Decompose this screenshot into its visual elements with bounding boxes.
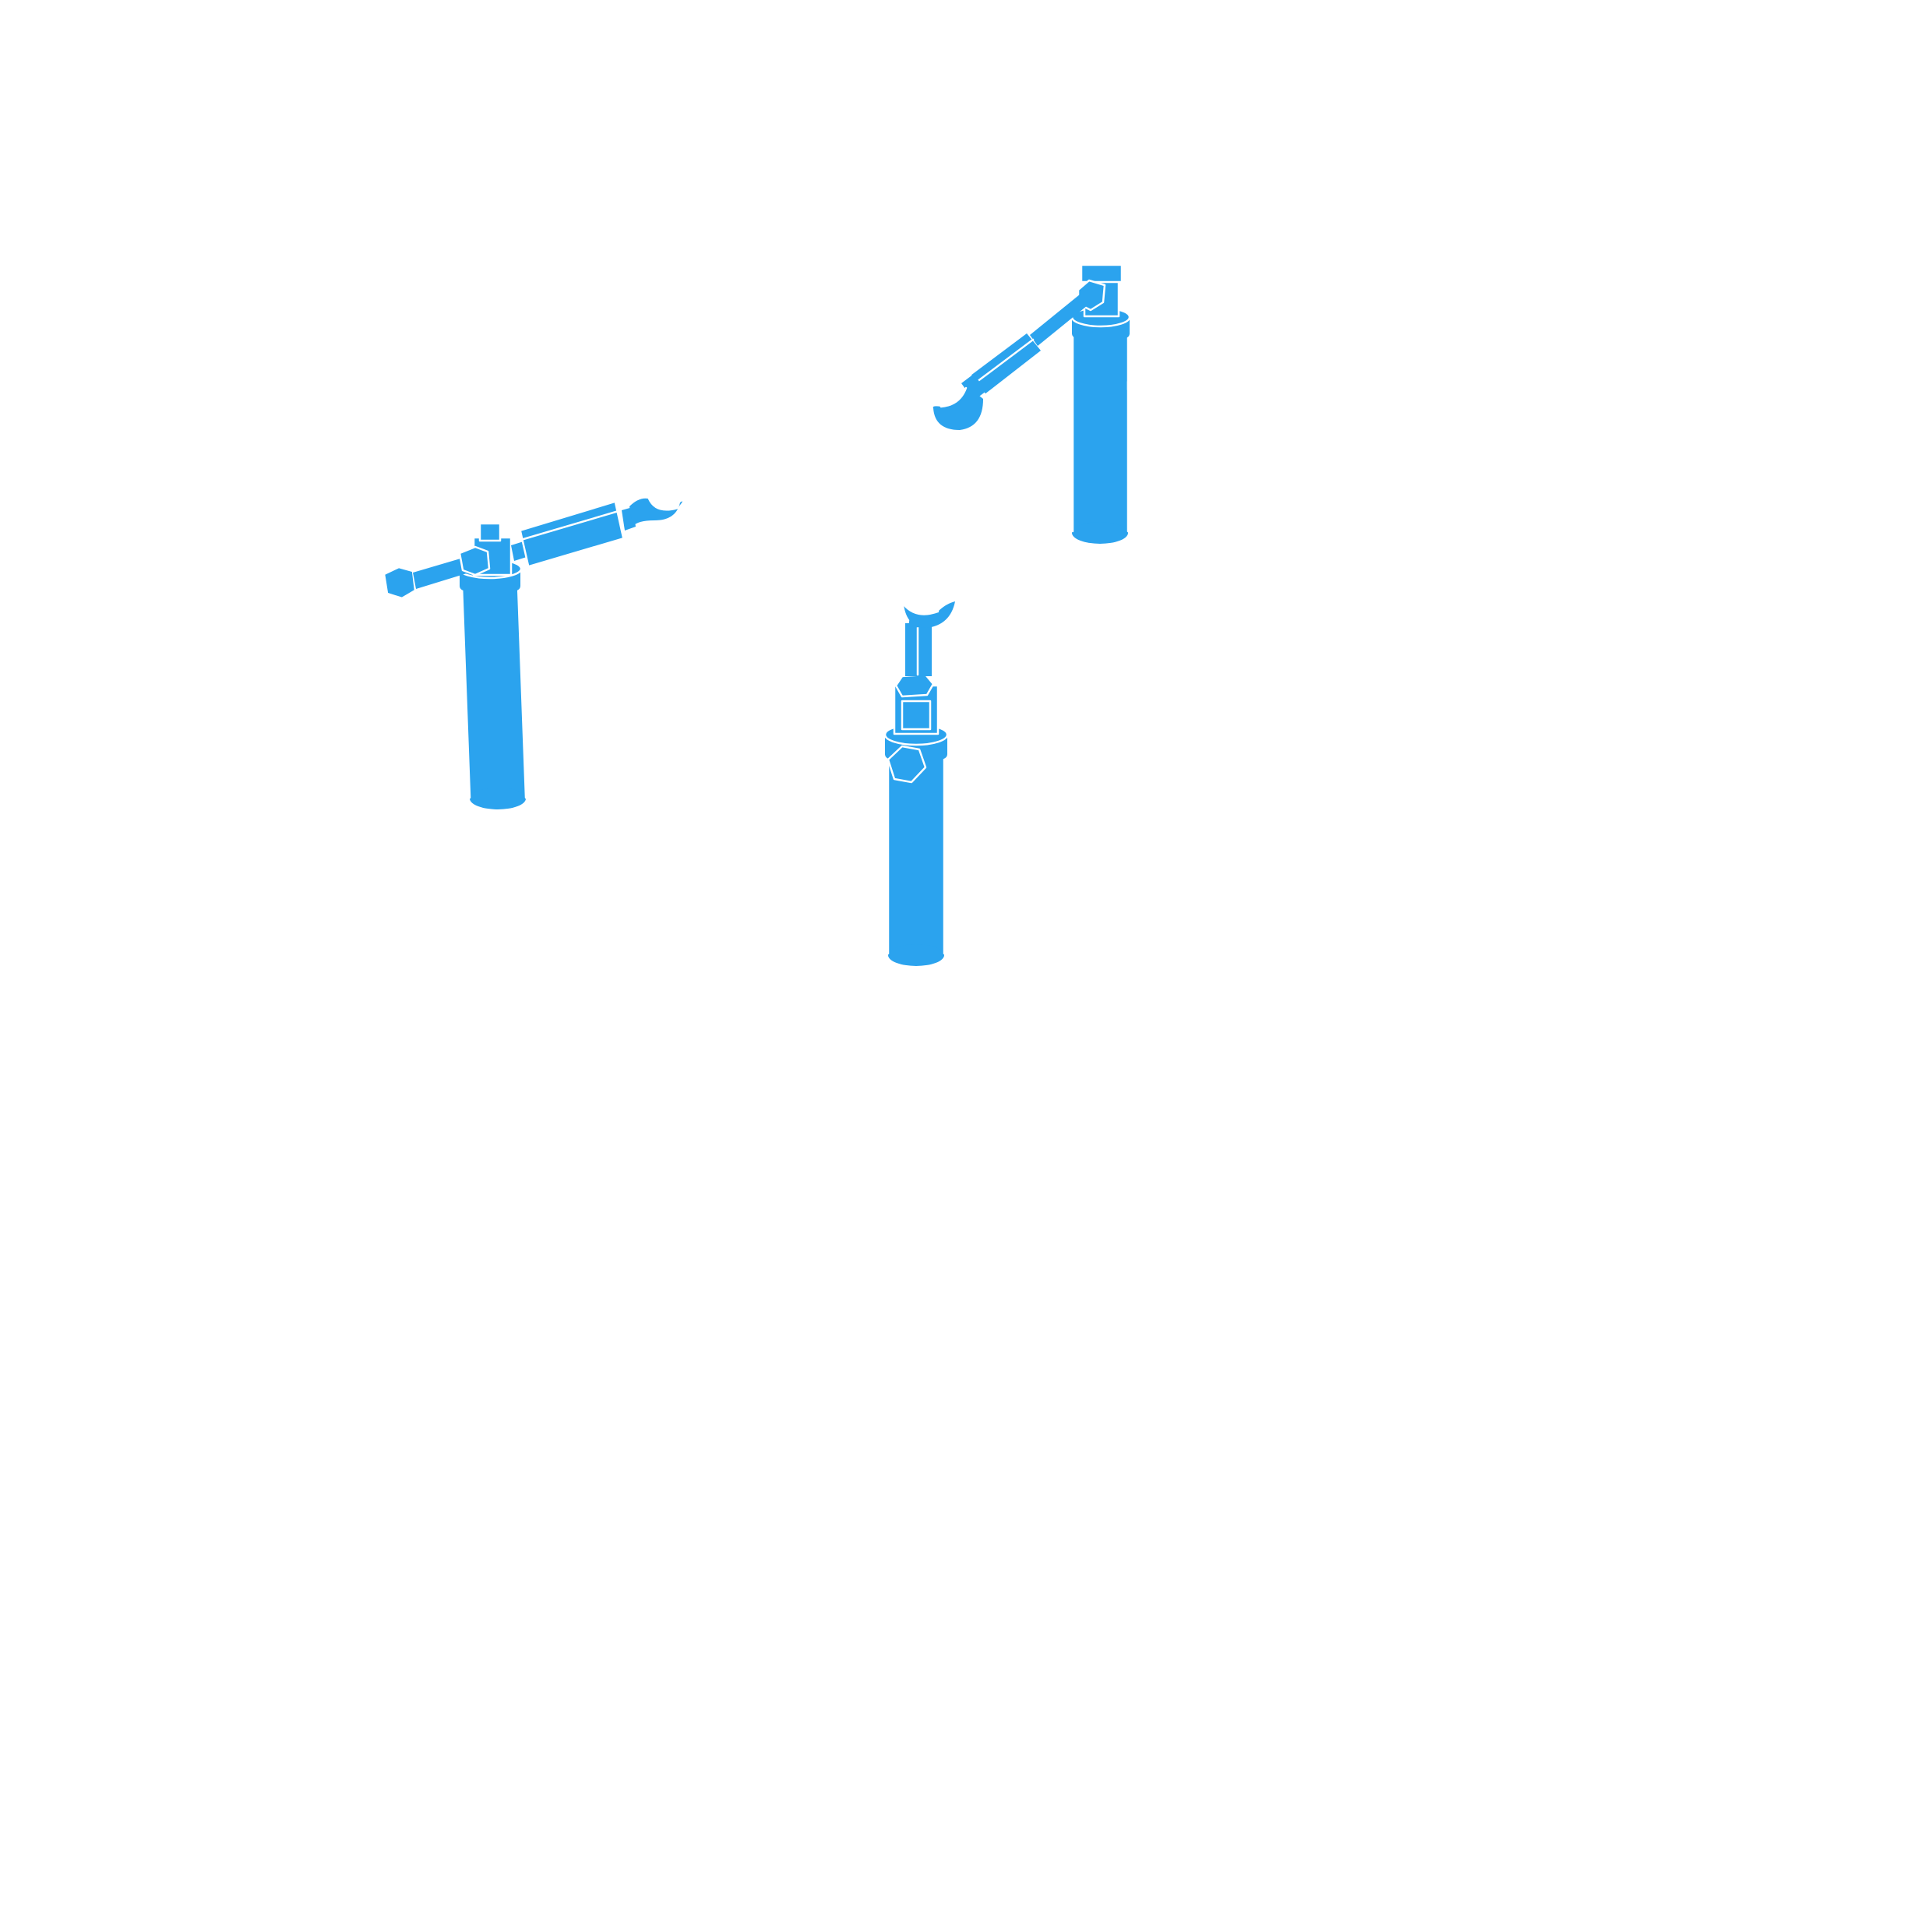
hex-sleeve [511,501,636,567]
support-post-center [883,601,955,966]
hook-end [902,601,955,628]
support-post-left [383,497,682,809]
hex-nut [894,673,935,698]
hook-end [629,497,682,527]
cylinder-body [1071,326,1130,544]
support-post-right [933,263,1131,544]
cylinder-body [460,584,527,809]
hook-end [933,386,983,430]
rod [1030,294,1088,346]
hex-bolt-head [887,745,927,784]
hex-nut [458,545,491,576]
hex-sleeve [961,333,1041,400]
cylinder-body [887,746,946,966]
